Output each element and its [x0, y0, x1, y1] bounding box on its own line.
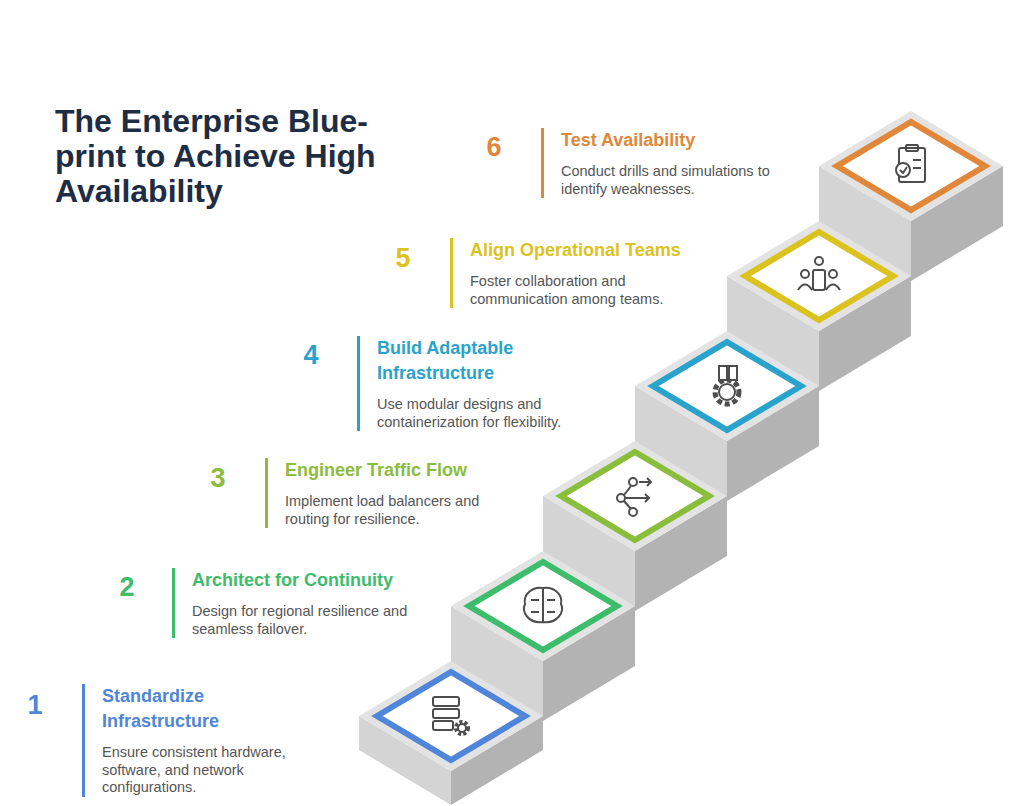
step-description: Design for regional resilience and seaml…: [192, 603, 434, 638]
server-unit: [433, 709, 459, 718]
route-line: [624, 486, 631, 495]
step-description: Foster collaboration and communication a…: [470, 273, 692, 308]
step-description: Conduct drills and simulations to identi…: [561, 163, 799, 198]
step-text-block: Architect for ContinuityDesign for regio…: [172, 568, 434, 638]
step-description: Implement load balancers and routing for…: [285, 493, 493, 528]
step-text-block: Standardize InfrastructureEnsure consist…: [82, 684, 297, 797]
step-description: Use modular designs and containerization…: [377, 396, 593, 431]
step-number: 4: [303, 340, 318, 370]
team-icon: [798, 257, 840, 290]
route-node: [629, 478, 637, 486]
step-heading: Standardize Infrastructure: [102, 684, 297, 734]
routing-icon: [617, 478, 651, 516]
circuit-line: [531, 600, 555, 612]
diagram-title: The Enterprise Blue- print to Achieve Hi…: [55, 104, 395, 209]
module-block: [729, 366, 737, 380]
brain-icon: [524, 588, 562, 623]
person-head: [829, 270, 837, 278]
meeting-table: [813, 270, 825, 290]
step-diamond: [653, 342, 801, 430]
route-arrow: [639, 478, 651, 486]
step-text-block: Align Operational TeamsFoster collaborat…: [450, 238, 692, 308]
person-body: [826, 285, 840, 291]
clipboard-line: [913, 167, 921, 169]
clipboard-line: [913, 159, 921, 161]
clipboard-clip: [906, 145, 918, 151]
gear-teeth: [715, 380, 739, 404]
step-description: Ensure consistent hardware, software, an…: [102, 744, 297, 797]
step-number: 3: [210, 463, 225, 493]
person-body: [798, 285, 812, 291]
check-circle: [896, 163, 910, 177]
step-number: 5: [395, 243, 410, 273]
step-heading: Align Operational Teams: [470, 238, 692, 263]
route-arrow: [626, 494, 649, 502]
step-number: 2: [119, 572, 134, 602]
brain-divide: [542, 588, 544, 622]
step-text-block: Test AvailabilityConduct drills and simu…: [541, 128, 799, 198]
route-line: [624, 501, 631, 509]
step-diamond: [837, 122, 985, 210]
step-diamond: [469, 562, 617, 650]
step-text-block: Engineer Traffic FlowImplement load bala…: [265, 458, 493, 528]
step-heading: Build Adaptable Infrastructure: [377, 336, 593, 386]
step-number: 1: [27, 690, 42, 720]
server-unit: [433, 721, 453, 730]
step-diamond: [561, 452, 709, 540]
step-diamond: [377, 672, 525, 760]
gear-body: [719, 384, 735, 400]
stair-step: [359, 661, 543, 805]
person-head: [815, 257, 823, 265]
module-block: [719, 366, 727, 380]
check-mark: [900, 167, 907, 173]
brain-outline: [524, 588, 562, 623]
gear-body: [458, 724, 466, 732]
step-diamond: [745, 232, 893, 320]
step-heading: Architect for Continuity: [192, 568, 434, 593]
gear-teeth: [456, 722, 468, 734]
route-node: [617, 494, 625, 502]
person-head: [801, 270, 809, 278]
step-heading: Engineer Traffic Flow: [285, 458, 493, 483]
server-unit: [433, 697, 459, 706]
gear-icon: [715, 366, 739, 404]
step-heading: Test Availability: [561, 128, 799, 153]
server-icon: [433, 697, 468, 734]
step-text-block: Build Adaptable InfrastructureUse modula…: [357, 336, 593, 431]
clipboard-icon: [896, 145, 925, 182]
stair-block: [359, 661, 543, 805]
step-number: 6: [486, 132, 501, 162]
